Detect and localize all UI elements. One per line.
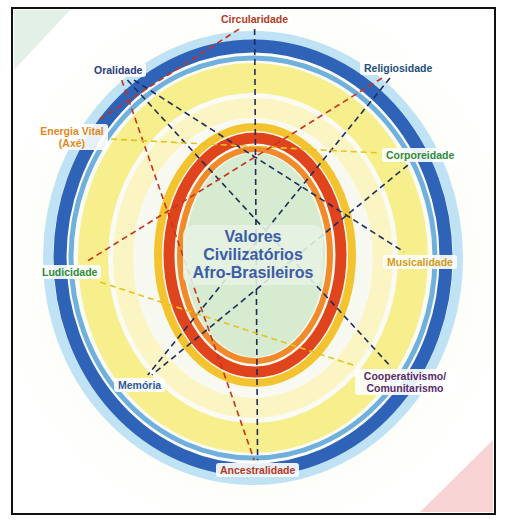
dashed-connector	[148, 78, 390, 375]
value-label: Cooperativismo/ Comunitarismo	[355, 369, 455, 395]
value-name: Circularidade	[221, 13, 288, 25]
corner-wash	[420, 440, 493, 512]
value-label: Corporeidade	[382, 148, 458, 162]
value-name: Cooperativismo/ Comunitarismo	[359, 370, 451, 394]
value-label: Musicalidade	[383, 255, 457, 269]
value-label: Religiosidade	[360, 61, 436, 75]
value-name: Oralidade	[94, 64, 142, 76]
value-name: Ludicidade	[42, 266, 97, 278]
value-name: Memória	[118, 379, 161, 391]
value-label: Oralidade	[90, 63, 146, 77]
dashed-connector	[100, 282, 356, 366]
outer-ring	[71, 58, 435, 458]
value-label: Ancestralidade	[216, 463, 299, 477]
outer-ring	[48, 36, 458, 480]
value-name: Corporeidade	[386, 149, 454, 161]
value-name: Musicalidade	[387, 256, 453, 268]
inner-ring	[158, 127, 352, 383]
value-label: Energia Vital (Axé)	[36, 124, 108, 150]
value-name: Energia Vital (Axé)	[40, 125, 104, 149]
frame	[12, 8, 495, 514]
yellow-band	[123, 108, 383, 408]
value-name: Religiosidade	[364, 62, 432, 74]
value-name: Ancestralidade	[220, 464, 295, 476]
value-label: Memória	[114, 378, 165, 392]
dashed-connector	[111, 139, 379, 153]
dashed-connector	[127, 80, 390, 366]
central-oval: Valores Civilizatórios Afro-Brasileiros	[183, 225, 323, 285]
value-label: Ludicidade	[38, 265, 101, 279]
corner-wash	[14, 10, 70, 70]
central-title: Valores Civilizatórios Afro-Brasileiros	[189, 228, 317, 282]
dashed-connector	[152, 165, 408, 375]
value-label: Circularidade	[217, 12, 292, 26]
